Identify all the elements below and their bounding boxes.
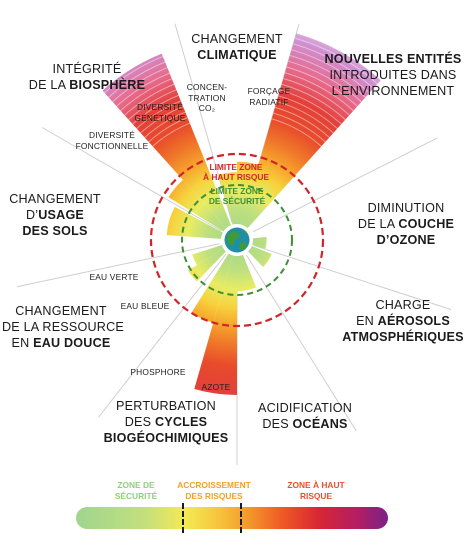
stripe-genetic [148, 117, 188, 143]
label-ocean-acidification: ACIDIFICATION DES OCÉANS [257, 401, 353, 431]
high-risk-boundary-tick [240, 503, 242, 533]
label-novel-entities: NOUVELLES ENTITÉS INTRODUITES DANS L’ENV… [324, 52, 462, 98]
wedge-forcing [237, 161, 259, 225]
stripe-novel [286, 66, 358, 107]
stripe-genetic [136, 100, 181, 129]
spoke-line [252, 137, 438, 233]
high-risk-boundary-circle [149, 152, 325, 328]
wedge-ozone [252, 236, 267, 250]
stripe-novel [274, 106, 330, 138]
label-climate-change: CHANGEMENT CLIMATIQUE [191, 32, 283, 62]
sublabel-functional-diversity: DIVERSITÉ FONCTIONNELLE [75, 130, 149, 151]
label-biogeochemical: PERTURBATION DES CYCLES BIOGÉOCHIMIQUES [103, 399, 229, 445]
sublabel-radiative-forcing: FORÇAGE RADIATIF [247, 86, 291, 107]
risk-scale-bar [76, 507, 388, 529]
stripe-genetic [132, 94, 179, 125]
sublabel-genetic-diversity: DIVERSITÉ GÉNÉTIQUE [134, 102, 186, 123]
earth-icon [222, 225, 252, 255]
sublabel-green-water: EAU VERTE [89, 272, 139, 282]
safe-zone-label-2: DE SÉCURITÉ [209, 195, 266, 206]
stripe-novel [271, 118, 322, 147]
stripe-genetic [120, 78, 173, 112]
stripe-novel [273, 112, 326, 143]
wedges-group [102, 33, 381, 395]
stripe-genetic [128, 89, 177, 120]
wedge-land [166, 206, 223, 239]
legend-increasing-label: ACCROISSEMENT DES RISQUES [177, 480, 251, 501]
stripe-genetic [124, 83, 175, 116]
spoke-line [16, 243, 220, 288]
wedge-ocean [237, 254, 257, 292]
wedge-functional [168, 179, 227, 232]
wedge-genetic [102, 53, 232, 229]
stripe-genetic [108, 61, 166, 98]
spoke-line [98, 253, 227, 418]
spoke-line [41, 127, 222, 232]
wedge-novel [241, 33, 381, 229]
safe-boundary-circle [181, 184, 293, 296]
stripe-novel [279, 89, 342, 125]
beyond-scale-stripes [104, 37, 378, 147]
label-freshwater: CHANGEMENT DE LA RESSOURCE EN EAU DOUCE [2, 304, 124, 350]
stripe-genetic [104, 55, 164, 94]
stripe-genetic [112, 67, 168, 103]
wedge-aerosols [248, 245, 272, 267]
stripe-novel [289, 54, 366, 98]
spoke-line [253, 245, 452, 311]
high-risk-zone-label-1: LIMITE ZONE [209, 162, 262, 172]
safe-boundary-tick [182, 503, 184, 533]
stripe-novel [293, 43, 374, 89]
stripe-novel [281, 83, 346, 120]
wedge-green_water [192, 244, 224, 266]
stripe-novel [278, 95, 338, 129]
label-ozone: DIMINUTION DE LA COUCHE D’OZONE [357, 201, 455, 247]
sublabel-nitrogen: AZOTE [201, 382, 231, 392]
label-biosphere: INTÉGRITÉ DE LA BIOSPHÈRE [28, 62, 146, 92]
label-land-use: CHANGEMENT D’USAGE DES SOLS [9, 192, 101, 238]
spoke-line [246, 254, 357, 432]
sublabel-blue-water: EAU BLEUE [120, 301, 170, 311]
stripe-novel [294, 37, 378, 85]
stripe-genetic [116, 72, 170, 107]
stripe-novel [288, 60, 362, 103]
stripe-novel [291, 49, 370, 94]
stripe-genetic [144, 111, 186, 138]
label-aerosols: CHARGE EN AÉROSOLS ATMOSPHÉRIQUES [342, 298, 464, 344]
stripe-novel [276, 101, 334, 134]
sublabel-co2: CONCEN- TRATION CO₂ [186, 82, 228, 113]
wedge-blue_water [188, 248, 226, 282]
stripe-novel [284, 72, 354, 112]
spoke-line [174, 23, 233, 223]
high-risk-zone-label-2: À HAUT RISQUE [203, 171, 269, 182]
legend-safe-label: ZONE DE SÉCURITÉ [114, 480, 158, 501]
legend-high-label: ZONE À HAUT RISQUE [287, 480, 345, 501]
sublabel-phosphorus: PHOSPHORE [130, 367, 186, 377]
stripe-genetic [140, 106, 184, 134]
safe-zone-label-1: LIMITE ZONE [210, 186, 263, 196]
wedge-nitrogen [194, 255, 237, 395]
stripe-novel [283, 78, 350, 116]
stripe-genetic [152, 122, 190, 147]
